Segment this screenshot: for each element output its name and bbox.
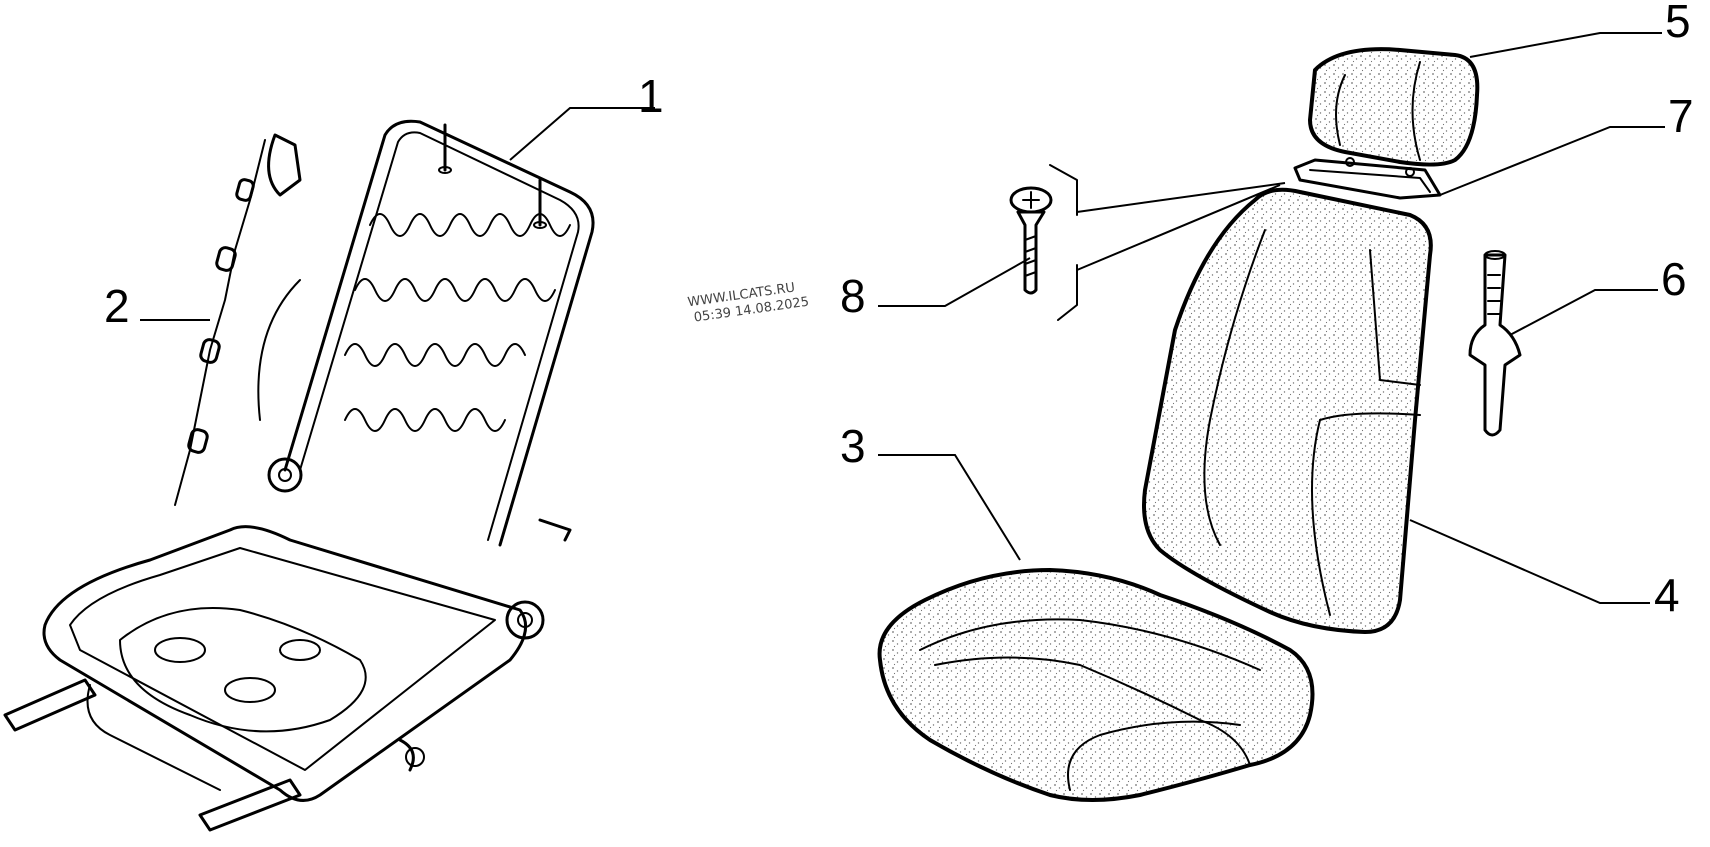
leader-lines	[140, 32, 1665, 604]
leader-line-6	[1509, 289, 1658, 336]
callout-3: 3	[840, 420, 866, 472]
callout-2: 2	[104, 280, 130, 332]
leader-line-7	[1439, 126, 1665, 196]
leader-line-8-to-plate-a	[1076, 182, 1286, 213]
callout-5: 5	[1665, 0, 1691, 47]
callout-7: 7	[1668, 90, 1694, 142]
callout-4: 4	[1654, 569, 1680, 621]
seat-frame-drawing	[3, 119, 595, 832]
cable-drawing	[174, 133, 302, 506]
headrest-drawing	[1308, 47, 1480, 167]
leader-line-3	[878, 454, 1021, 561]
callout-1: 1	[638, 70, 664, 122]
callout-8: 8	[840, 270, 866, 322]
watermark: WWW.ILCATS.RU 05:39 14.08.2025	[687, 280, 810, 325]
guide-sleeve-drawing	[1468, 250, 1522, 437]
leader-line-8-to-plate-b	[1076, 184, 1281, 271]
leader-line-1	[509, 107, 655, 161]
leader-line-8	[878, 257, 1031, 307]
screw-drawing	[1009, 186, 1053, 295]
seat-cushion-drawing	[877, 568, 1315, 802]
seat-back-drawing	[1142, 187, 1433, 634]
bracket-mark	[1049, 164, 1078, 321]
leader-line-4	[1409, 519, 1650, 604]
callout-6: 6	[1661, 253, 1687, 305]
leader-line-5	[1469, 32, 1662, 58]
